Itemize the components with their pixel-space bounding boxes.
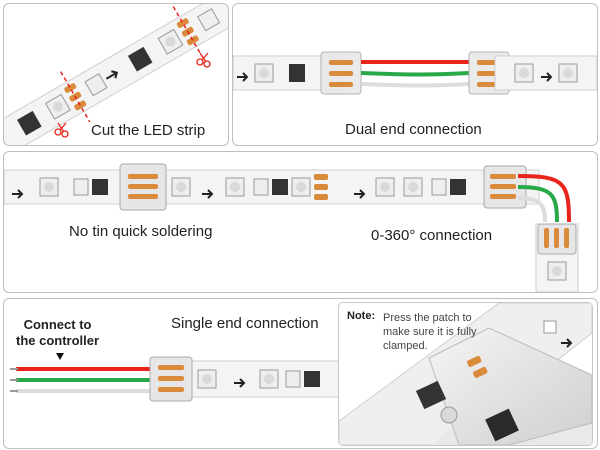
caption-0-360: 0-360° connection <box>371 227 493 244</box>
cut-strip-illustration <box>4 4 228 145</box>
arrow-right-icon <box>105 70 119 80</box>
ic-chip <box>17 110 42 136</box>
caption-dual-end: Dual end connection <box>345 121 482 138</box>
note-text: Press the patch to make sure it is fully… <box>383 311 477 353</box>
scissors-icon <box>196 52 211 68</box>
arrow-right-icon <box>541 72 553 82</box>
caption-no-tin: No tin quick soldering <box>69 223 213 240</box>
arrow-right-icon <box>561 338 573 348</box>
ic-chip <box>92 179 108 195</box>
scissors-icon <box>54 122 69 138</box>
panel-single-end: Connect to the controller Single end con… <box>3 298 598 449</box>
ic-chip <box>415 380 447 410</box>
caption-single-end: Single end connection <box>171 315 319 332</box>
note-box: Note: Press the patch to make sure it is… <box>338 302 593 446</box>
down-triangle-icon <box>56 353 64 360</box>
note-text-line2: make sure it is fully <box>383 326 477 338</box>
arrow-right-icon <box>234 378 246 388</box>
panel-dual-end: Dual end connection <box>232 3 598 146</box>
controller-label: Connect to the controller <box>16 317 99 349</box>
wire-red <box>517 174 571 223</box>
wire-green <box>517 185 559 223</box>
note-title: Note: <box>347 310 376 322</box>
note-text-line3: clamped. <box>383 340 428 352</box>
wire-white <box>360 82 470 88</box>
controller-label-line2: the controller <box>16 333 100 348</box>
note-photo <box>339 303 592 445</box>
arrow-right-icon <box>237 72 249 82</box>
controller-label-line1: Connect to <box>23 317 92 332</box>
wire-white <box>517 196 547 223</box>
single-end-illustration <box>10 353 345 402</box>
arrow-right-icon <box>202 189 214 199</box>
arrow-right-icon <box>12 189 24 199</box>
note-text-line1: Press the patch to <box>383 312 472 324</box>
panel-cut-strip: Cut the LED strip <box>3 3 229 146</box>
panel-middle: No tin quick soldering 0-360° connection <box>3 151 598 293</box>
wire-green <box>360 71 470 77</box>
caption-cut-strip: Cut the LED strip <box>91 122 206 139</box>
middle-strip-illustration <box>4 163 579 292</box>
dual-end-illustration <box>233 51 597 95</box>
arrow-right-icon <box>354 189 366 199</box>
